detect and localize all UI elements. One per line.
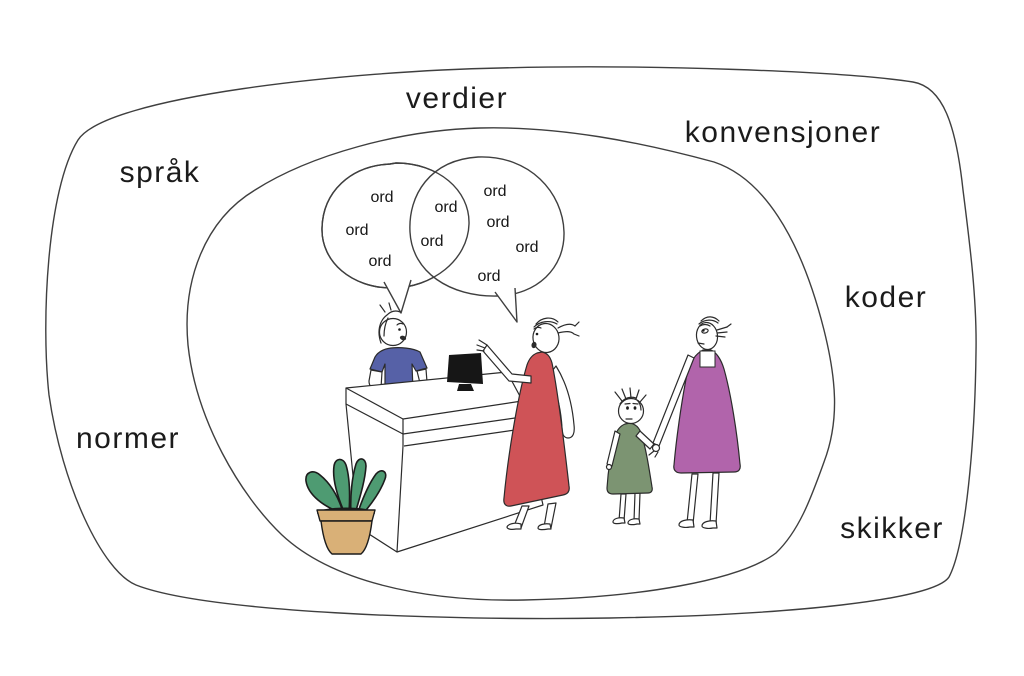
label-normer: normer	[76, 422, 180, 455]
customer-eyebrow	[533, 326, 542, 330]
label-konvensjoner: konvensjoner	[685, 116, 881, 149]
speech-bubble-right	[409, 156, 565, 297]
plant-leaves	[305, 458, 387, 517]
customer-mouth	[531, 341, 537, 349]
child-left-eye	[626, 406, 629, 410]
child-right-eyebrow	[632, 402, 639, 405]
mother-eyebrow	[699, 323, 711, 327]
receptionist-eyebrow	[396, 322, 404, 326]
customer-head	[532, 322, 560, 354]
ord-word: ord	[477, 268, 500, 285]
receptionist-hair	[378, 302, 401, 344]
leaf	[305, 471, 344, 514]
potted-plant	[305, 458, 387, 555]
desk-ledge-line	[403, 428, 523, 447]
ord-word: ord	[434, 199, 457, 216]
child-right-eye	[633, 406, 637, 410]
mother-pupil	[702, 329, 705, 332]
ord-word: ord	[515, 239, 538, 256]
child-left-eyebrow	[624, 402, 631, 405]
speech-bubble-right-tail	[494, 287, 518, 323]
plant-pot	[320, 520, 373, 555]
customer-hand	[476, 339, 488, 352]
hand-fingers	[648, 450, 659, 458]
monitor-screen	[447, 353, 483, 384]
mother-hair	[698, 316, 732, 338]
child-left-arm	[606, 430, 621, 467]
label-verdier: verdier	[406, 82, 508, 115]
ring-labels: verdier konvensjoner språk koder normer …	[76, 82, 944, 545]
ord-word: ord	[368, 253, 391, 270]
mother-near-arm	[652, 354, 695, 447]
reception-desk	[345, 371, 544, 553]
ord-word: ord	[483, 183, 506, 200]
receptionist-mouth	[399, 335, 407, 341]
plant-pot-rim	[316, 509, 376, 522]
label-skikker: skikker	[840, 512, 944, 545]
leaf	[332, 458, 351, 515]
mother-left-foot	[678, 519, 695, 528]
mother-mouth	[697, 342, 705, 345]
child-figure	[605, 387, 655, 526]
speech-bubble-left-tail	[383, 279, 412, 314]
child-right-leg	[633, 492, 641, 522]
customer-eye	[535, 332, 539, 336]
desk-corner-edge	[396, 419, 404, 553]
ord-word: ord	[370, 189, 393, 206]
customer-dress	[503, 351, 570, 507]
customer-right-foot	[537, 523, 552, 531]
leaf	[356, 470, 387, 517]
receptionist-eye	[398, 328, 401, 331]
leaf	[349, 458, 367, 515]
child-left-foot	[612, 517, 626, 525]
ord-word: ord	[420, 233, 443, 250]
label-sprak: språk	[120, 156, 201, 189]
child-right-foot	[627, 518, 641, 526]
monitor-stand	[457, 384, 474, 391]
receptionist-head	[378, 317, 408, 347]
child-hair	[614, 387, 647, 411]
mother-figure	[648, 316, 741, 529]
mother-head	[695, 321, 719, 351]
ord-word: ord	[345, 222, 368, 239]
label-koder: koder	[845, 281, 928, 314]
customer-hair	[533, 317, 580, 337]
mother-right-foot	[701, 520, 718, 529]
customer-figure	[476, 317, 580, 531]
speech-bubbles: ord ord ord ord ord ord ord ord ord	[321, 156, 565, 323]
holding-hands	[651, 443, 661, 453]
child-left-hand	[605, 463, 613, 471]
computer-monitor	[447, 353, 483, 391]
customer-left-foot	[506, 522, 522, 530]
mother-dress-bib	[699, 350, 716, 368]
child-right-arm	[635, 430, 655, 450]
ord-word: ord	[486, 214, 509, 231]
